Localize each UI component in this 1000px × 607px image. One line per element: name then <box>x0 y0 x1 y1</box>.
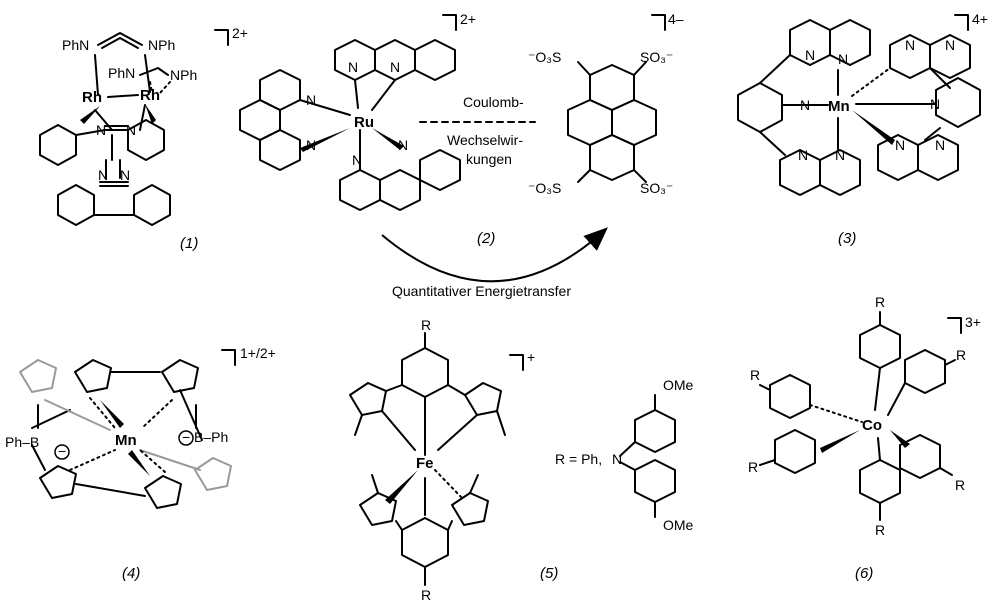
boron-charge-right: − <box>182 429 190 445</box>
charge-3: 4+ <box>972 11 988 27</box>
rh-ligand-label-1: PhN <box>62 37 89 53</box>
boron-right: B–Ph <box>194 429 228 445</box>
mn3-n-3: N <box>800 97 810 113</box>
fe-r-bottom: R <box>421 587 431 603</box>
co-r-3: R <box>750 367 760 383</box>
co-r-1: R <box>875 294 885 310</box>
mn3-n-10: N <box>935 137 945 153</box>
charge-4: 1+/2+ <box>240 345 276 361</box>
energy-transfer-arrow <box>381 227 608 283</box>
mn4-metal: Mn <box>115 432 137 449</box>
rh-metal-a: Rh <box>82 89 102 106</box>
rh-azo-n-4: N <box>120 167 130 183</box>
sulfonate-1: ⁻O₃S <box>528 49 561 65</box>
coulomb-text-3: kungen <box>466 151 512 167</box>
charge-2: 2+ <box>460 11 476 27</box>
mn3-n-9: N <box>895 137 905 153</box>
co-r-4: R <box>748 459 758 475</box>
compound-2 <box>239 14 461 211</box>
rh-ligand-label-2: NPh <box>148 37 175 53</box>
mn3-n-8: N <box>945 37 955 53</box>
energy-transfer-label: Quantitativer Energietransfer <box>392 283 571 299</box>
mn3-n-4: N <box>798 147 808 163</box>
rh-ligand-label-4: NPh <box>170 67 197 83</box>
anion-charge: 4– <box>668 11 684 27</box>
mn3-n-2: N <box>838 51 848 67</box>
ru-n-2: N <box>390 59 400 75</box>
mn3-n-5: N <box>835 147 845 163</box>
ru-n-6: N <box>398 137 408 153</box>
rh-azo-n-3: N <box>98 167 108 183</box>
r-amine-n: N <box>612 451 622 467</box>
boron-left: Ph–B <box>5 434 39 450</box>
mn3-n-7: N <box>905 37 915 53</box>
r-ome-bottom: OMe <box>663 517 694 533</box>
charge-5: + <box>527 349 535 365</box>
co-r-5: R <box>955 477 965 493</box>
sulfonate-4: SO₃⁻ <box>640 180 673 196</box>
mn3-n-6: N <box>930 96 940 112</box>
compound-label-2: (2) <box>477 230 495 247</box>
co-metal: Co <box>862 417 882 434</box>
rh-ligand-label-3: PhN <box>108 65 135 81</box>
compound-label-5: (5) <box>540 565 558 582</box>
sulfonate-2: SO₃⁻ <box>640 49 673 65</box>
coulomb-text-2: Wechselwir- <box>447 132 523 148</box>
co-r-6: R <box>875 522 885 538</box>
ru-n-1: N <box>348 59 358 75</box>
compound-4 <box>19 349 236 509</box>
charge-1: 2+ <box>232 25 248 41</box>
sulfonate-3: ⁻O₃S <box>528 180 561 196</box>
boron-charge-left: − <box>58 443 66 459</box>
rh-metal-b: Rh <box>140 87 160 104</box>
mn3-n-1: N <box>805 47 815 63</box>
compound-3 <box>737 14 981 196</box>
compound-5 <box>349 332 676 586</box>
compound-label-6: (6) <box>855 565 873 582</box>
mn3-metal: Mn <box>828 98 850 115</box>
compound-6 <box>759 311 962 521</box>
compound-1 <box>39 29 229 226</box>
compound-label-1: (1) <box>180 235 198 252</box>
ru-n-5: N <box>352 152 362 168</box>
rh-azo-n-1: N <box>96 122 106 138</box>
coulomb-text-1: Coulomb- <box>463 94 524 110</box>
rh-azo-n-2: N <box>126 122 136 138</box>
ru-metal: Ru <box>354 114 374 131</box>
fe-r-top: R <box>421 317 431 333</box>
pyrenetetrasulfonate <box>567 14 666 183</box>
fe-metal: Fe <box>416 455 434 472</box>
ru-n-3: N <box>306 92 316 108</box>
compound-label-4: (4) <box>122 565 140 582</box>
compound-label-3: (3) <box>838 230 856 247</box>
r-definition: R = Ph, <box>555 451 602 467</box>
charge-6: 3+ <box>965 314 981 330</box>
ru-n-4: N <box>306 137 316 153</box>
r-ome-top: OMe <box>663 377 694 393</box>
co-r-2: R <box>956 347 966 363</box>
